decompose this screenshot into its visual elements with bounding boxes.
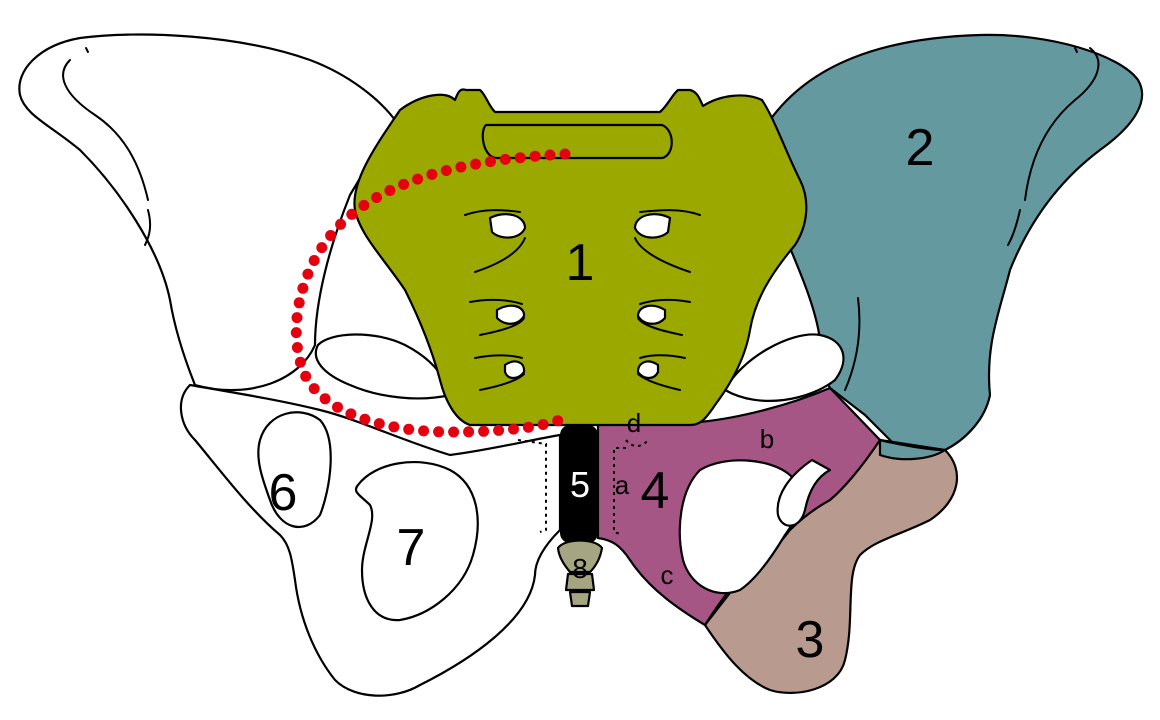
brim-dot — [412, 173, 424, 185]
left-pubis-dash-bracket — [517, 439, 547, 533]
brim-dot — [388, 421, 400, 433]
right-obturator-foramen — [678, 459, 801, 595]
sacral-foramina-left — [464, 209, 527, 391]
brim-dot — [529, 150, 541, 162]
left-acetabulum-cup — [257, 411, 332, 529]
right-notch-dot — [1074, 47, 1078, 53]
brim-dot — [455, 161, 467, 173]
brim-dot — [426, 168, 438, 180]
brim-dot — [359, 413, 371, 425]
brim-dot — [493, 424, 505, 436]
brim-dot — [544, 149, 556, 161]
brim-dot — [418, 425, 430, 437]
brim-dot — [291, 312, 303, 324]
left-obturator-foramen — [354, 460, 479, 622]
left-notch-dot — [85, 47, 89, 53]
brim-dot — [552, 415, 564, 427]
brim-dot — [293, 297, 305, 309]
brim-dot — [433, 426, 445, 438]
brim-dot — [290, 327, 302, 339]
brim-dot — [308, 255, 320, 266]
brim-dot — [297, 282, 309, 294]
sacral-promontory-ridge — [481, 123, 673, 160]
right-iliac-crest-inner — [1024, 47, 1100, 201]
brim-dot — [300, 370, 312, 382]
right-ilium — [757, 33, 1144, 452]
brim-dot — [335, 218, 347, 230]
label-d: d — [627, 408, 641, 438]
brim-dot — [403, 423, 415, 435]
brim-dot — [448, 426, 460, 438]
label-obturator-foramen: 7 — [397, 519, 426, 577]
right-auricular-curve — [844, 297, 861, 391]
label-c: c — [661, 560, 674, 590]
brim-dot — [514, 152, 526, 164]
sacral-foramina-right — [633, 209, 701, 391]
right-ilium-line — [1007, 209, 1021, 246]
brim-dot — [440, 165, 452, 176]
left-notch-line — [144, 209, 152, 246]
brim-dot — [499, 153, 511, 165]
d-bracket — [625, 439, 649, 447]
right-sacroiliac-cavity — [723, 333, 845, 402]
brim-dot — [537, 419, 549, 430]
brim-dot — [325, 230, 337, 241]
label-acetabulum: 6 — [269, 464, 298, 522]
brim-dot — [384, 185, 396, 196]
brim-dot — [470, 158, 482, 170]
label-symphysis: 5 — [570, 464, 590, 505]
brim-dot — [559, 148, 571, 160]
brim-dot — [294, 356, 306, 368]
label-ilium: 2 — [906, 119, 935, 177]
brim-dot — [346, 208, 358, 220]
label-b: b — [760, 424, 774, 454]
label-sacrum: 1 — [566, 234, 595, 292]
label-coccyx: 8 — [572, 553, 588, 584]
brim-dot — [345, 408, 357, 420]
brim-dot — [308, 383, 320, 395]
pelvic-brim-dots — [290, 148, 571, 438]
coccyx — [556, 539, 604, 608]
label-ischium: 3 — [796, 611, 825, 669]
brim-dot — [484, 156, 496, 168]
brim-dot — [319, 393, 331, 405]
label-a: a — [615, 470, 630, 500]
brim-dot — [371, 192, 383, 203]
left-iliac-crest-inner — [62, 59, 149, 201]
brim-dot — [316, 242, 328, 254]
brim-dot — [463, 426, 475, 438]
right-pubis-dash-bracket — [613, 447, 626, 535]
sacrum — [353, 88, 808, 427]
brim-dot — [302, 268, 314, 280]
brim-dot — [478, 425, 490, 437]
brim-dot — [522, 421, 534, 433]
brim-dot — [358, 199, 370, 211]
brim-dot — [508, 423, 519, 435]
brim-dot — [373, 418, 385, 430]
brim-dot — [291, 342, 303, 353]
pubic-symphysis — [560, 425, 598, 543]
right-acetabulum-notch — [776, 458, 832, 527]
brim-dot — [398, 178, 410, 190]
brim-dot — [332, 401, 343, 413]
label-pubis: 4 — [641, 462, 670, 520]
right-ilium-lower-join — [878, 438, 947, 461]
